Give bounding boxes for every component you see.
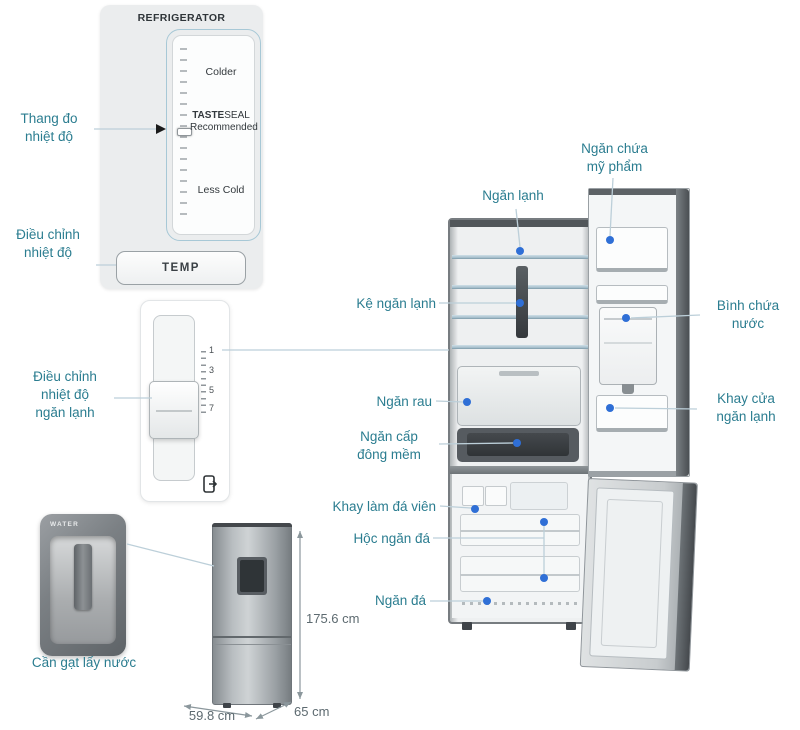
tank-spout — [622, 384, 634, 394]
compartment-divider — [450, 466, 590, 474]
freezer-interior — [452, 474, 588, 618]
cabinet-foot-left — [462, 622, 472, 630]
freezer-tray — [510, 482, 568, 510]
label-temp-adjust: Điều chỉnh nhiệt độ — [16, 227, 80, 260]
soft-freeze-window — [467, 433, 569, 456]
water-tank — [599, 307, 657, 394]
slider-tick-3: 3 — [209, 365, 215, 375]
cabinet-left-wall — [450, 227, 458, 622]
freezer-door-outer-edge — [674, 483, 697, 671]
ice-cube-tray — [485, 486, 507, 506]
soft-freeze-drawer — [457, 428, 579, 462]
label-cosmetics-box: Ngăn chứa mỹ phẩm — [581, 141, 648, 174]
door-shelf — [596, 285, 668, 304]
label-veg-drawer: Ngăn rau — [376, 394, 432, 409]
shelf-line — [452, 345, 588, 349]
knob-groove — [156, 410, 192, 412]
scale-label-colder: Colder — [205, 66, 237, 78]
label-ice-tray: Khay làm đá viên — [332, 499, 436, 514]
cosmetics-bin — [596, 227, 668, 272]
label-temp-scale: Thang đo nhiệt độ — [20, 111, 78, 144]
tank-lid-line — [604, 318, 652, 320]
freezer-door-open — [579, 478, 698, 672]
temperature-scale-highlight: Colder TASTESEAL Recommended Less Cold — [166, 29, 261, 241]
label-soft-freeze: Ngăn cấp đông mềm — [357, 429, 421, 462]
refrigerator-control-panel: REFRIGERATOR Colder TASTESEAL Recommende… — [100, 5, 263, 289]
fridge-dispenser-recess — [240, 560, 264, 592]
fridge-foot-right — [273, 703, 281, 708]
fridge-door-open — [588, 188, 690, 477]
cabinet-foot-right — [566, 622, 576, 630]
slider-tick-marks — [201, 351, 206, 413]
fridge-cabinet — [448, 218, 592, 624]
door-gap — [213, 636, 291, 638]
closed-fridge-photo — [212, 523, 292, 708]
open-fridge-illustration — [448, 185, 698, 672]
scale-label-recommended: Recommended — [190, 122, 258, 133]
shelf-bracket — [516, 266, 528, 338]
cabinet-top-edge — [450, 220, 590, 227]
slider-tick-7: 7 — [209, 403, 215, 413]
dimension-depth: 65 cm — [294, 704, 330, 719]
label-water-tank: Bình chứa nước — [716, 298, 780, 331]
fridge-top-edge — [212, 523, 292, 527]
ice-cube-tray — [462, 486, 484, 506]
tasteseal-rest: SEAL — [224, 110, 250, 121]
dispenser-lever — [74, 544, 92, 610]
freezer-bottom-dots — [462, 602, 578, 605]
dimension-width: 59.8 cm — [188, 708, 236, 723]
label-fridge-shelf: Kệ ngăn lạnh — [356, 296, 436, 311]
temperature-scale: Colder TASTESEAL Recommended Less Cold — [172, 35, 258, 235]
label-door-tray: Khay cửa ngăn lạnh — [716, 391, 776, 424]
cabinet-right-wall — [582, 227, 590, 622]
scale-label-tasteseal: TASTESEAL Recommended — [190, 110, 258, 134]
tank-mid-line — [604, 342, 652, 344]
scale-label-less-cold: Less Cold — [197, 184, 245, 196]
tasteseal-bold: TASTE — [192, 110, 225, 121]
vegetable-drawer-handle — [499, 371, 539, 376]
door-tray-bin — [596, 395, 668, 432]
freezer-door-liner-inner — [600, 498, 664, 649]
label-freezer-drawer: Hộc ngăn đá — [353, 531, 430, 546]
door-bottom-edge — [589, 471, 676, 476]
door-open-icon — [203, 475, 218, 493]
fridge-temp-slider-panel: 1 3 5 7 — [140, 300, 230, 502]
slider-knob — [149, 381, 199, 439]
dispenser-brand-text: WATER — [50, 521, 79, 528]
door-top-edge — [589, 189, 676, 195]
vegetable-drawer — [457, 366, 581, 426]
door-outer-edge — [676, 189, 689, 476]
slider-tick-1: 1 — [209, 345, 215, 355]
label-freezer-compartment: Ngăn đá — [374, 593, 426, 608]
water-dispenser-detail: WATER — [40, 514, 126, 656]
scale-indicator — [177, 128, 192, 136]
fridge-dispenser — [237, 557, 267, 595]
basket-wire — [460, 574, 580, 576]
label-fridge-compartment: Ngăn lạnh — [482, 188, 544, 203]
slider-tick-5: 5 — [209, 385, 215, 395]
temp-button: TEMP — [116, 251, 246, 285]
panel-title: REFRIGERATOR — [137, 12, 226, 24]
label-water-lever: Cần gạt lấy nước — [31, 655, 137, 670]
label-fridge-temp-adjust: Điều chỉnh nhiệt độ ngăn lạnh — [33, 369, 97, 420]
shelf-line — [452, 255, 588, 259]
freezer-door-liner — [589, 487, 675, 660]
dimension-height: 175.6 cm — [306, 611, 360, 626]
basket-wire — [460, 530, 580, 532]
freezer-door-groove — [213, 644, 291, 645]
